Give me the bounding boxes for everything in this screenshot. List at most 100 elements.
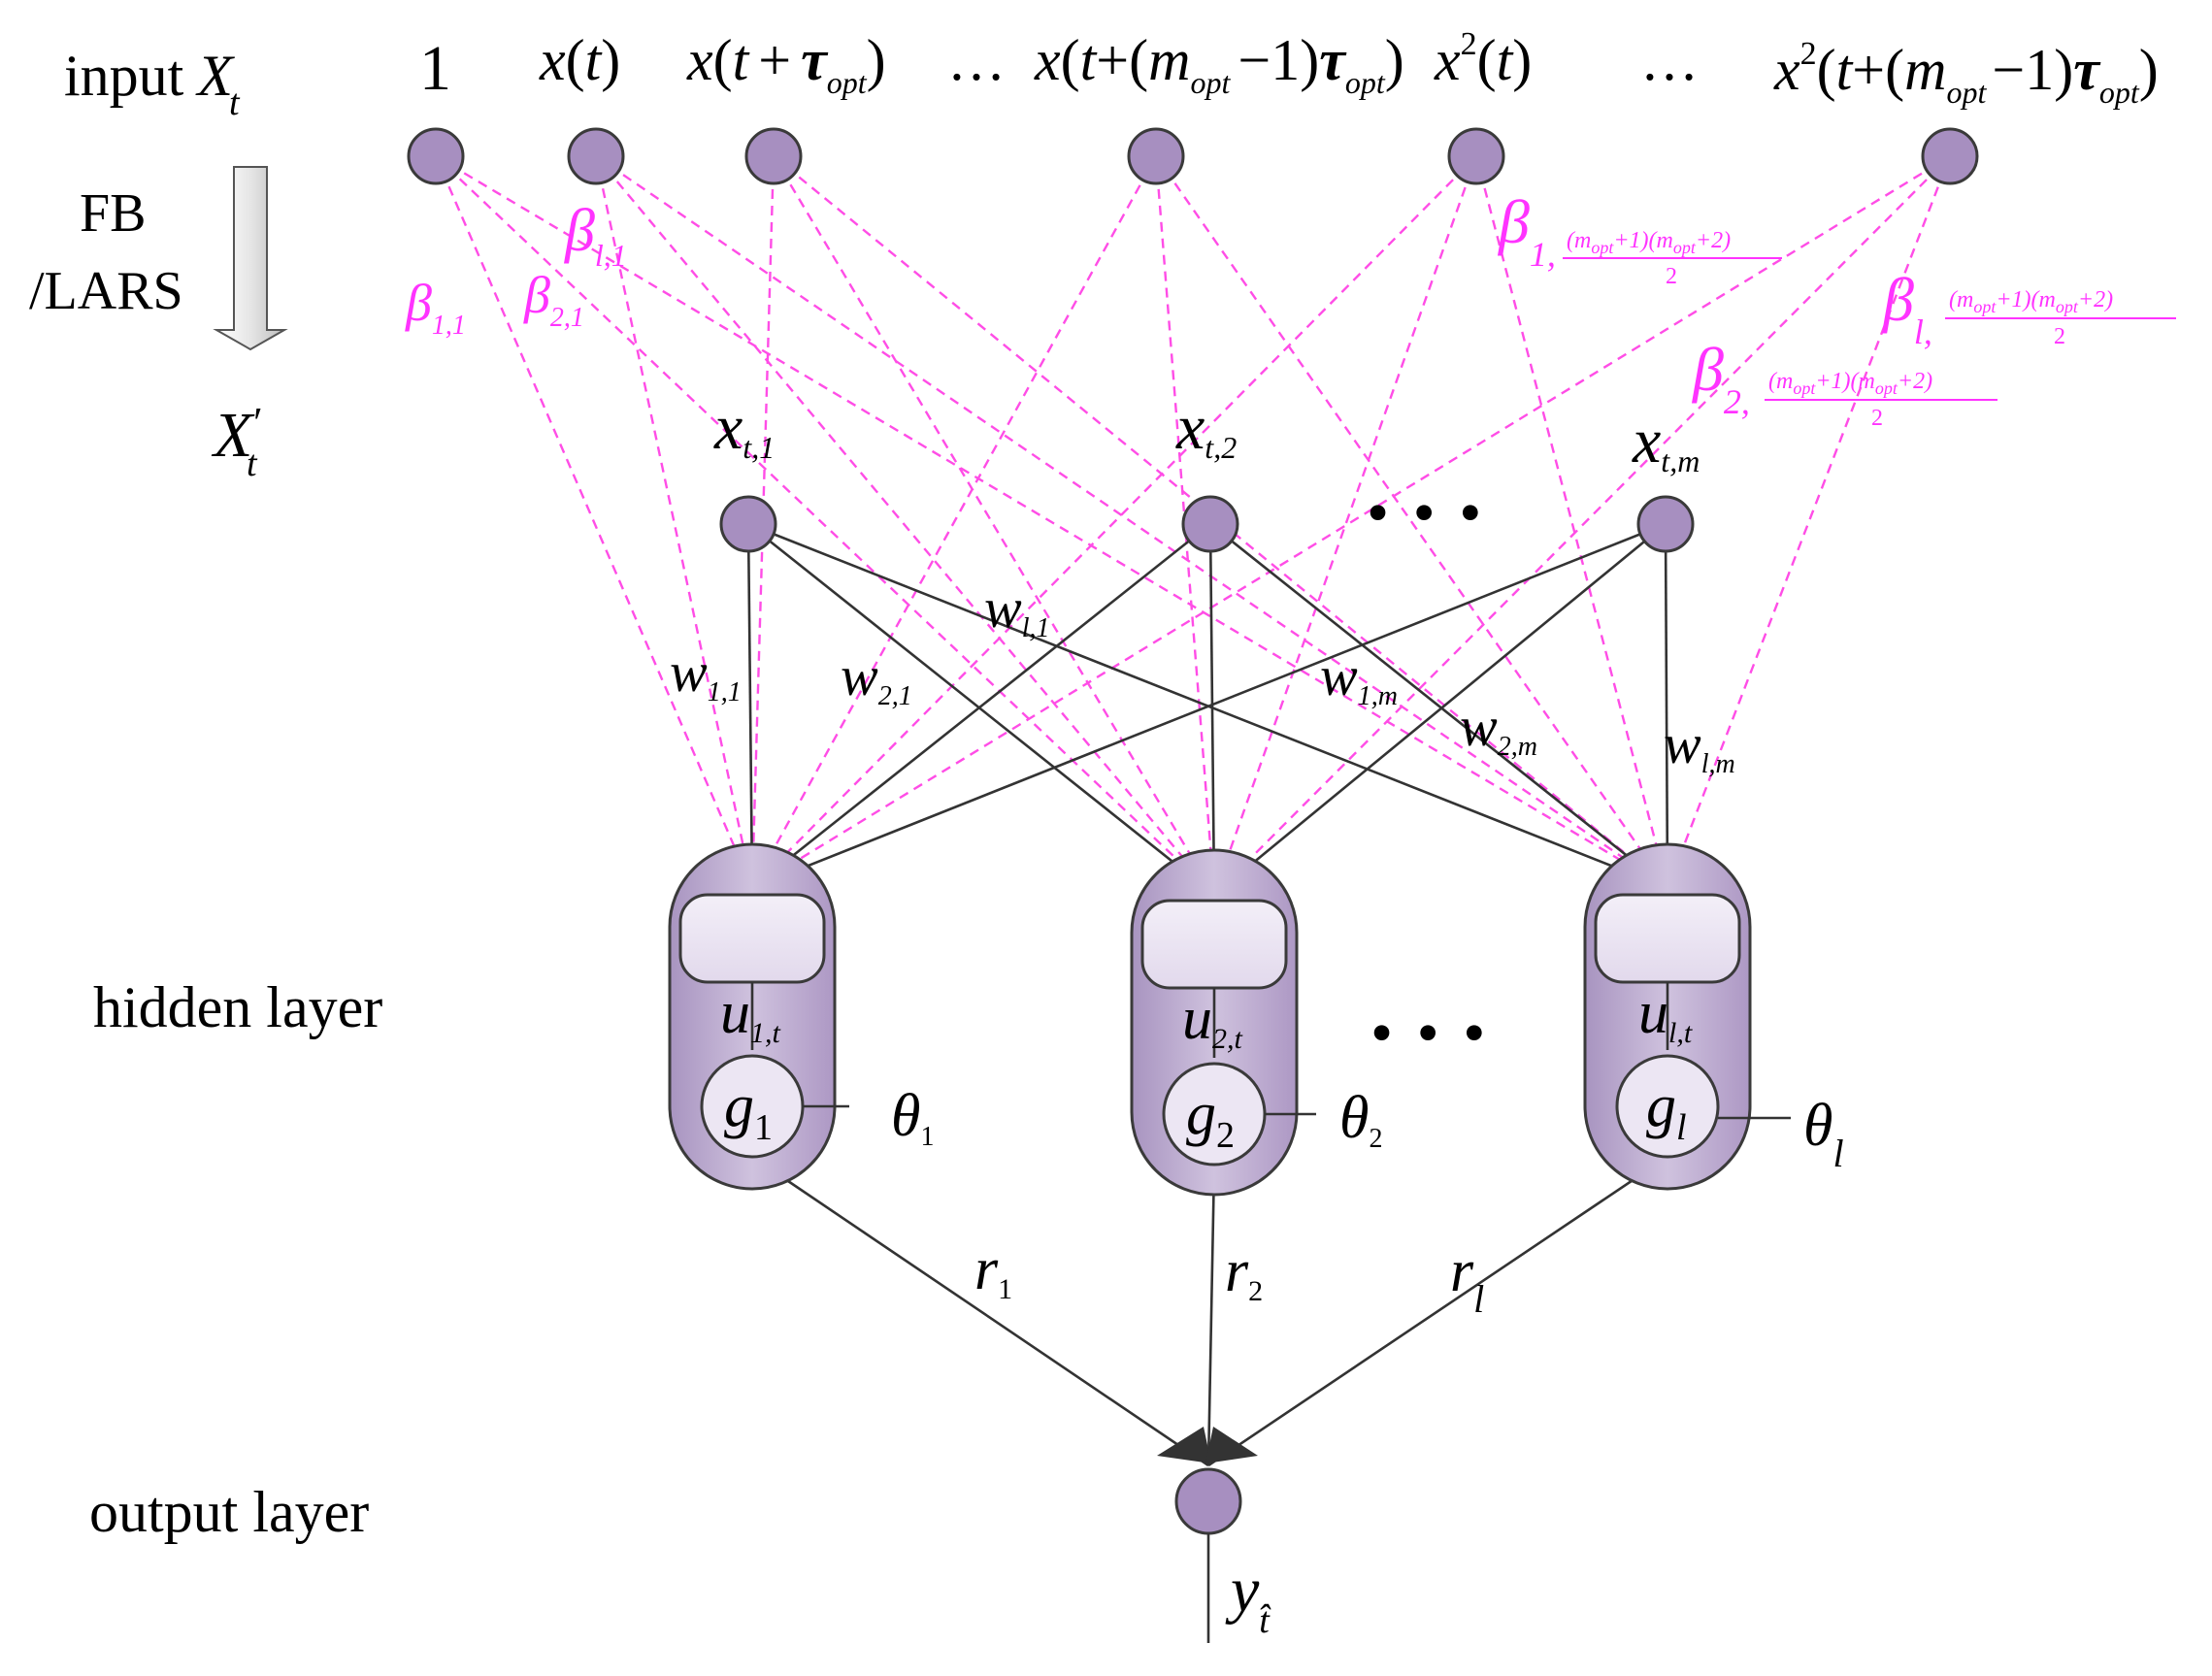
beta-line-2-2 xyxy=(595,155,1215,896)
output-arrowhead-icon xyxy=(1157,1427,1211,1463)
beta-line-5-2 xyxy=(1212,155,1478,896)
w-line-1-1 xyxy=(746,523,754,889)
w-line-3-2 xyxy=(1213,522,1667,897)
r-line-2 xyxy=(1206,1164,1216,1466)
r-line-3 xyxy=(1207,1155,1668,1467)
beta-line-3-2 xyxy=(772,155,1216,896)
input-constant: 1 xyxy=(419,33,451,104)
u-1t-label: u1,t xyxy=(720,980,781,1049)
w-line-2-1 xyxy=(751,522,1211,890)
hidden-neuron-2: u2,t g2 θ2 xyxy=(1130,848,1382,1197)
w-line-2-2 xyxy=(1208,523,1216,896)
selected-node-1 xyxy=(719,495,777,553)
fb-label: FB xyxy=(80,183,147,244)
g-2-label: g2 xyxy=(1186,1081,1235,1156)
svg-text:2: 2 xyxy=(2054,324,2065,349)
beta-line-4-1 xyxy=(750,155,1158,889)
svg-text:2: 2 xyxy=(1871,406,1883,431)
input-x-t: x(t) xyxy=(539,28,620,92)
selected-node-2 xyxy=(1181,495,1239,553)
beta-line-6-2 xyxy=(1213,155,1951,896)
y-hat-label: yt̂ xyxy=(1225,1555,1271,1641)
svg-text:β2,: β2, xyxy=(1691,335,1750,421)
beta-line-6-1 xyxy=(751,154,1951,890)
beta-line-2-3 xyxy=(595,155,1668,889)
svg-text:(mopt+1)(mopt+2): (mopt+1)(mopt+2) xyxy=(1567,228,1731,257)
g-1-label: g1 xyxy=(724,1073,773,1148)
w-labels: w1,1 w2,1 wl,1 w1,m w2,m wl,m xyxy=(670,576,1735,779)
w-line-1-2 xyxy=(747,522,1215,897)
theta-l-label: θl xyxy=(1803,1093,1844,1175)
u-lt-label: ul,t xyxy=(1638,980,1693,1049)
beta-l1-label: βl,1 xyxy=(564,198,627,273)
input-node-1 xyxy=(407,127,465,185)
input-x-last: x(t+(mopt−1)τopt) xyxy=(1034,28,1404,100)
w-l1-label: wl,1 xyxy=(984,576,1049,643)
w-11-label: w1,1 xyxy=(670,641,742,707)
input-expressions: 1 x(t) x(t+τopt) … x(t+(mopt−1)τopt) x2(… xyxy=(419,26,2159,110)
theta-1-label: θ1 xyxy=(891,1083,934,1152)
input-node-4 xyxy=(1127,127,1185,185)
w-line-3-1 xyxy=(751,522,1667,890)
lars-label: /LARS xyxy=(29,261,183,321)
w-lm-label: wl,m xyxy=(1664,712,1735,779)
x-tm-label: xt,m xyxy=(1632,406,1700,478)
input-node-3 xyxy=(744,127,803,185)
beta-line-1-2 xyxy=(435,155,1215,896)
input-x-squared: x2(t) xyxy=(1434,26,1532,92)
reduced-input-label: X′t xyxy=(211,399,261,484)
beta-1-last-label: β1, (mopt+1)(mopt+2) 2 xyxy=(1497,187,1782,289)
beta-line-4-3 xyxy=(1155,155,1668,889)
r-line-1 xyxy=(751,1155,1209,1467)
hidden-neuron-l: ul,t gl θl xyxy=(1583,842,1844,1191)
beta-21-label: β2,1 xyxy=(523,266,584,333)
svg-text:β1,: β1, xyxy=(1497,187,1556,274)
hidden-ellipsis: • • • xyxy=(1370,998,1489,1068)
r-l-label: rl xyxy=(1450,1238,1484,1321)
beta-line-5-1 xyxy=(751,155,1477,889)
r-1-label: r1 xyxy=(974,1236,1012,1305)
beta-2-last-label: β2, (mopt+1)(mopt+2) 2 xyxy=(1691,335,1997,431)
w-line-3-3 xyxy=(1664,523,1669,889)
hidden-layer-label: hidden layer xyxy=(93,975,382,1039)
output-node-group: yt̂ xyxy=(1157,1427,1271,1643)
input-node-2 xyxy=(567,127,625,185)
svg-text:2: 2 xyxy=(1666,264,1677,289)
u-2t-label: u2,t xyxy=(1182,986,1243,1055)
selected-nodes: xt,1 xt,2 xt,m • • • xyxy=(713,392,1700,553)
input-nodes xyxy=(407,127,1979,185)
beta-line-1-1 xyxy=(434,155,754,889)
output-node xyxy=(1174,1467,1242,1535)
input-x-squared-last: x2(t+(mopt−1)τopt) xyxy=(1773,36,2159,110)
hidden-neurons: u1,t g1 θ1 u2,t g2 θ2 ul,t gl θl • • • xyxy=(668,842,1844,1197)
x-t2-label: xt,2 xyxy=(1175,392,1237,465)
theta-2-label: θ2 xyxy=(1339,1085,1382,1154)
beta-weight-lines xyxy=(434,154,1952,896)
w-line-2-3 xyxy=(1209,522,1668,890)
beta-labels: β1,1 β2,1 βl,1 β1, (mopt+1)(mopt+2) 2 βl… xyxy=(405,187,2176,431)
g-l-label: gl xyxy=(1646,1073,1687,1148)
beta-line-5-3 xyxy=(1474,155,1669,889)
output-layer-label: output layer xyxy=(89,1480,369,1544)
down-arrow-icon xyxy=(213,166,288,351)
input-dots-2: … xyxy=(1640,28,1699,92)
selected-node-m xyxy=(1636,495,1695,553)
r-2-label: r2 xyxy=(1225,1238,1263,1307)
beta-11-label: β1,1 xyxy=(405,274,466,341)
hidden-neuron-1: u1,t g1 θ1 xyxy=(668,842,934,1191)
input-node-5 xyxy=(1447,127,1505,185)
x-t1-label: xt,1 xyxy=(713,392,775,465)
w-1m-label: w1,m xyxy=(1320,644,1398,711)
w-2m-label: w2,m xyxy=(1460,695,1537,762)
input-dots-1: … xyxy=(947,28,1006,92)
input-node-6 xyxy=(1921,127,1979,185)
w-21-label: w2,1 xyxy=(841,644,912,711)
svg-text:(mopt+1)(mopt+2): (mopt+1)(mopt+2) xyxy=(1949,287,2113,316)
beta-line-1-3 xyxy=(435,154,1668,890)
input-x-t-tau: x(t+τopt) xyxy=(686,28,886,100)
beta-line-2-1 xyxy=(594,155,754,889)
svg-text:(mopt+1)(mopt+2): (mopt+1)(mopt+2) xyxy=(1768,369,1932,398)
